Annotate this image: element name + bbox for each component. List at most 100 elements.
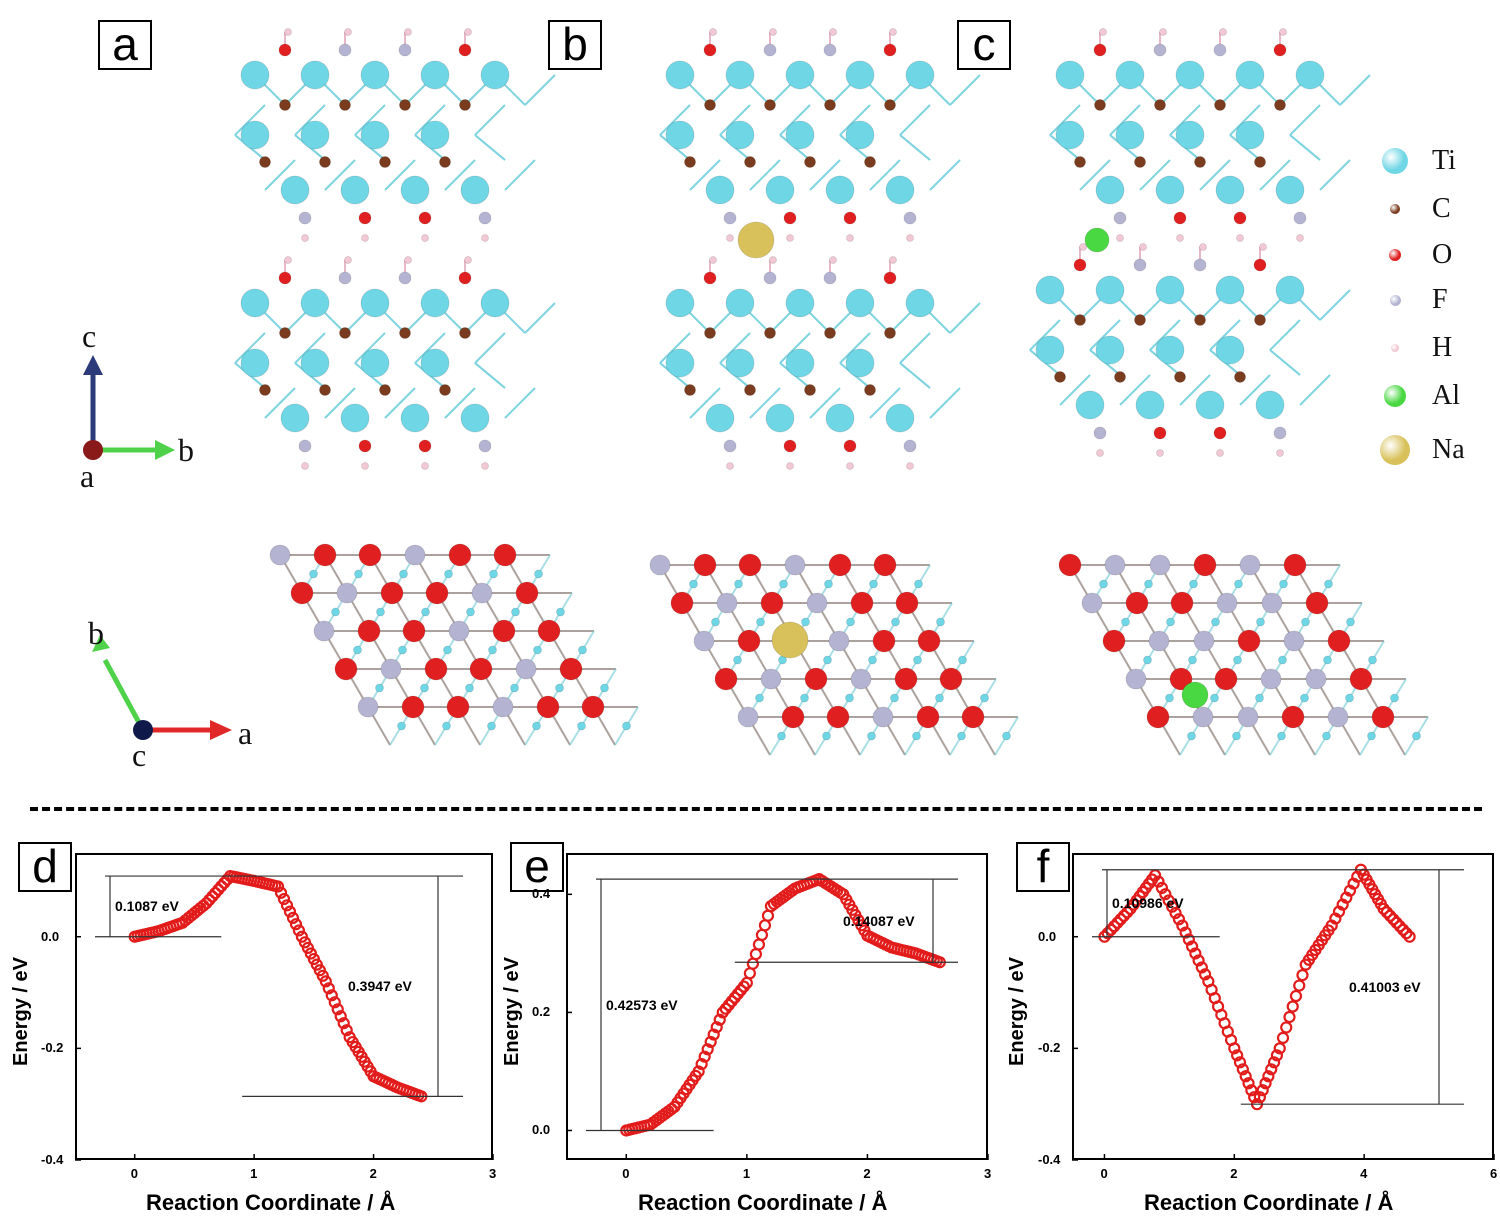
atom [1260, 668, 1282, 690]
legend-item-h: H [1380, 332, 1452, 364]
bond [324, 387, 356, 419]
bond [264, 159, 296, 191]
atom [864, 156, 876, 168]
bond [504, 159, 536, 191]
atom [400, 403, 430, 433]
atom [536, 695, 560, 719]
plot-frame-f [1072, 853, 1494, 1160]
bond [809, 159, 841, 191]
atom [240, 348, 270, 378]
atom [709, 256, 717, 264]
atom [804, 384, 816, 396]
atom [1371, 705, 1395, 729]
atom [765, 403, 795, 433]
atom [1095, 275, 1125, 305]
atom [487, 721, 496, 731]
atom [336, 582, 358, 604]
atom [1215, 335, 1245, 365]
atom [843, 439, 857, 453]
atom [744, 156, 756, 168]
atom [649, 554, 671, 576]
atom [704, 99, 716, 111]
atom [883, 271, 897, 285]
atom [709, 28, 717, 36]
bond [1259, 159, 1291, 191]
atom [785, 120, 815, 150]
atom [420, 60, 450, 90]
atom [1346, 617, 1355, 627]
atom [913, 655, 922, 665]
bond [264, 387, 296, 419]
atom [339, 327, 351, 339]
atom [360, 348, 390, 378]
bond [414, 104, 446, 136]
atom [725, 348, 755, 378]
atom [1283, 630, 1305, 652]
atom [903, 211, 917, 225]
atom [846, 462, 854, 470]
data-point [319, 975, 332, 988]
bond [929, 159, 961, 191]
atom [399, 99, 411, 111]
atom [622, 721, 631, 731]
bond [354, 332, 386, 364]
data-point [1176, 919, 1189, 932]
atom [421, 234, 429, 242]
atom [319, 384, 331, 396]
atom [284, 256, 292, 264]
atom [1133, 258, 1147, 272]
atom [1134, 314, 1146, 326]
atom [1153, 43, 1167, 57]
atom [806, 592, 828, 614]
axis-label-c-top: c [132, 737, 147, 773]
atom [779, 579, 788, 589]
legend-swatch [1390, 204, 1400, 214]
atom [1125, 668, 1147, 690]
axis-label-a: a [80, 458, 95, 494]
bond [1029, 319, 1061, 351]
atom [784, 554, 806, 576]
atom [1210, 693, 1219, 703]
data-point [292, 924, 306, 937]
atom [1099, 28, 1107, 36]
bond [474, 104, 506, 136]
atom [1214, 99, 1226, 111]
data-point [1198, 968, 1212, 981]
atom [1235, 60, 1265, 90]
data-point [328, 996, 341, 1009]
data-point [1248, 1091, 1261, 1104]
atom [1058, 553, 1082, 577]
atom [1155, 275, 1185, 305]
atom [420, 683, 429, 693]
bond [899, 332, 931, 364]
atom [493, 543, 517, 567]
bond [1079, 159, 1111, 191]
atom [1281, 705, 1305, 729]
atom [1174, 371, 1186, 383]
atom [867, 731, 876, 741]
atom [577, 721, 586, 731]
bond [689, 387, 721, 419]
atom [1084, 227, 1110, 253]
legend-label: F [1432, 284, 1448, 315]
bond [899, 134, 931, 161]
atom [763, 43, 777, 57]
atom [1146, 705, 1170, 729]
atom [1216, 592, 1238, 614]
legend-swatch [1391, 344, 1399, 352]
atom [425, 581, 449, 605]
data-point [340, 1024, 353, 1037]
atom [448, 543, 472, 567]
atom [555, 683, 564, 693]
atom [492, 696, 514, 718]
bond [869, 159, 901, 191]
atom [1169, 667, 1193, 691]
bond [444, 387, 476, 419]
atom [1300, 693, 1309, 703]
atom [421, 462, 429, 470]
y-tick-label: -0.4 [41, 1152, 64, 1167]
x-tick-label: 0 [130, 1166, 138, 1181]
y-tick-label: -0.4 [1038, 1152, 1061, 1167]
atom [665, 288, 695, 318]
